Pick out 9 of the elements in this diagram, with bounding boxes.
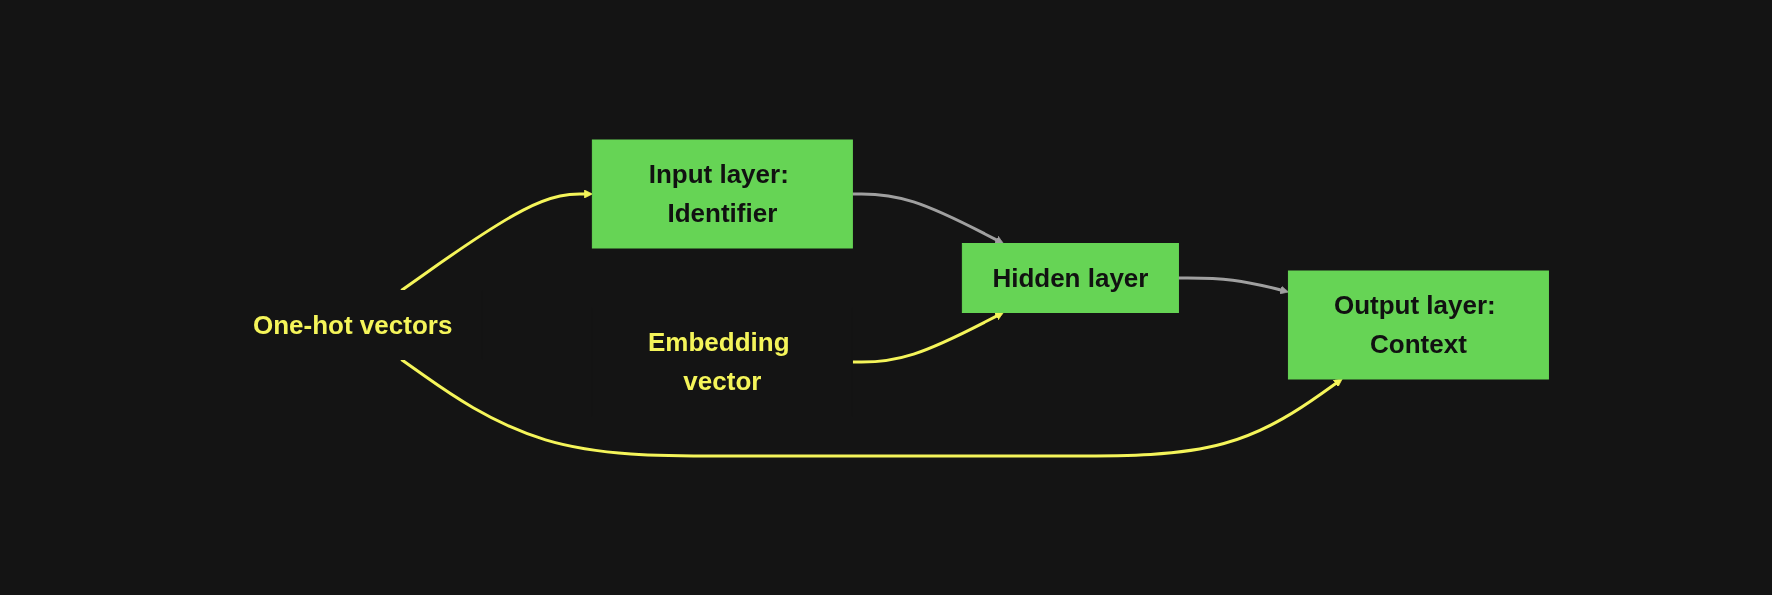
node-text: Embedding vector xyxy=(648,326,790,396)
node-box: Input layer: Identifier xyxy=(592,139,854,248)
arrow xyxy=(1178,276,1290,294)
node-box: Hidden layer xyxy=(962,242,1180,313)
arrow xyxy=(852,311,1005,363)
node-box: Output layer: Context xyxy=(1288,270,1550,379)
arrow xyxy=(852,192,1005,244)
node-text: One-hot vectors xyxy=(253,309,453,339)
arrow xyxy=(400,189,594,292)
